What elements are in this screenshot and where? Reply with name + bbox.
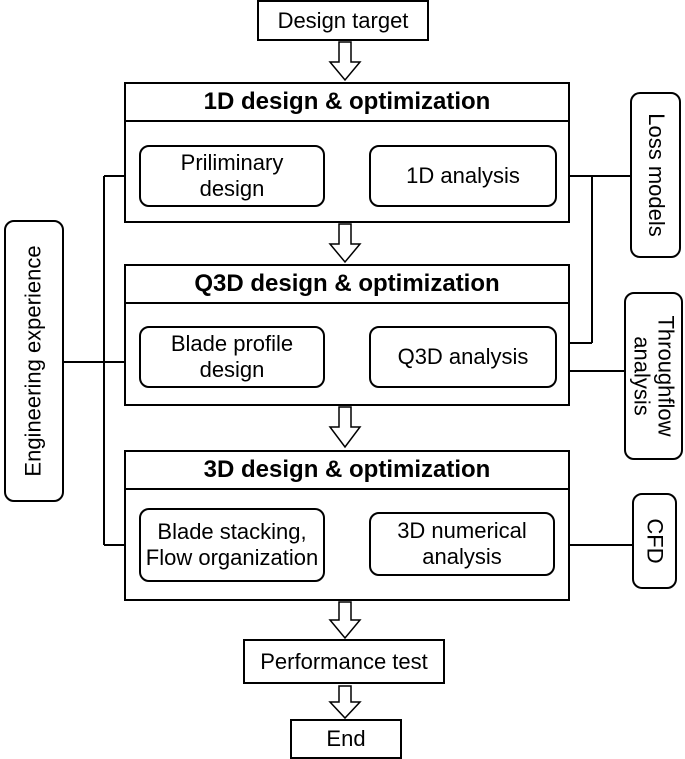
engineering-experience-label: Engineering experience xyxy=(21,245,47,477)
preliminary-design-line2: design xyxy=(199,176,265,201)
performance-test-box: Performance test xyxy=(243,639,445,684)
q3d-analysis-box: Q3D analysis xyxy=(369,326,557,388)
design-target-label: Design target xyxy=(277,7,409,33)
loss-models-label: Loss models xyxy=(643,113,669,237)
performance-test-label: Performance test xyxy=(260,648,428,674)
flow-arrow-target-to-1d xyxy=(328,41,362,82)
blade-stacking-line2: Flow organization xyxy=(145,545,319,570)
design-target-box: Design target xyxy=(257,0,429,41)
flow-arrow-3d-to-test xyxy=(328,601,362,640)
numerical-analysis-3d-box: 3D numerical analysis xyxy=(369,512,555,576)
engineering-experience-box: Engineering experience xyxy=(4,220,64,502)
flow-arrow-q3d-to-3d xyxy=(328,406,362,449)
numerical-analysis-line1: 3D numerical xyxy=(397,518,527,543)
throughflow-line1: Throughflow xyxy=(653,315,679,437)
loss-models-box: Loss models xyxy=(630,92,681,258)
end-box: End xyxy=(290,719,402,759)
stage-1d-title: 1D design & optimization xyxy=(126,84,568,122)
throughflow-analysis-text: Throughflow analysis xyxy=(629,315,679,437)
analysis-1d-label: 1D analysis xyxy=(406,163,520,188)
blade-stacking-box: Blade stacking, Flow organization xyxy=(139,508,325,582)
end-label: End xyxy=(326,726,366,751)
flow-arrow-test-to-end xyxy=(328,685,362,720)
throughflow-line2: analysis xyxy=(629,336,655,416)
cfd-label: CFD xyxy=(642,518,668,564)
blade-profile-line1: Blade profile xyxy=(170,331,294,356)
stage-q3d-title: Q3D design & optimization xyxy=(126,266,568,304)
analysis-1d-box: 1D analysis xyxy=(369,145,557,207)
flow-arrow-1d-to-q3d xyxy=(328,223,362,264)
q3d-analysis-label: Q3D analysis xyxy=(397,344,529,369)
blade-profile-design-box: Blade profile design xyxy=(139,326,325,388)
blade-stacking-line1: Blade stacking, xyxy=(157,519,307,544)
preliminary-design-box: Priliminary design xyxy=(139,145,325,207)
preliminary-design-line1: Priliminary xyxy=(180,150,284,175)
blade-profile-line2: design xyxy=(199,357,265,382)
stage-3d-title: 3D design & optimization xyxy=(126,452,568,490)
numerical-analysis-line2: analysis xyxy=(422,544,502,569)
throughflow-analysis-box: Throughflow analysis xyxy=(624,292,683,460)
cfd-box: CFD xyxy=(632,493,677,589)
